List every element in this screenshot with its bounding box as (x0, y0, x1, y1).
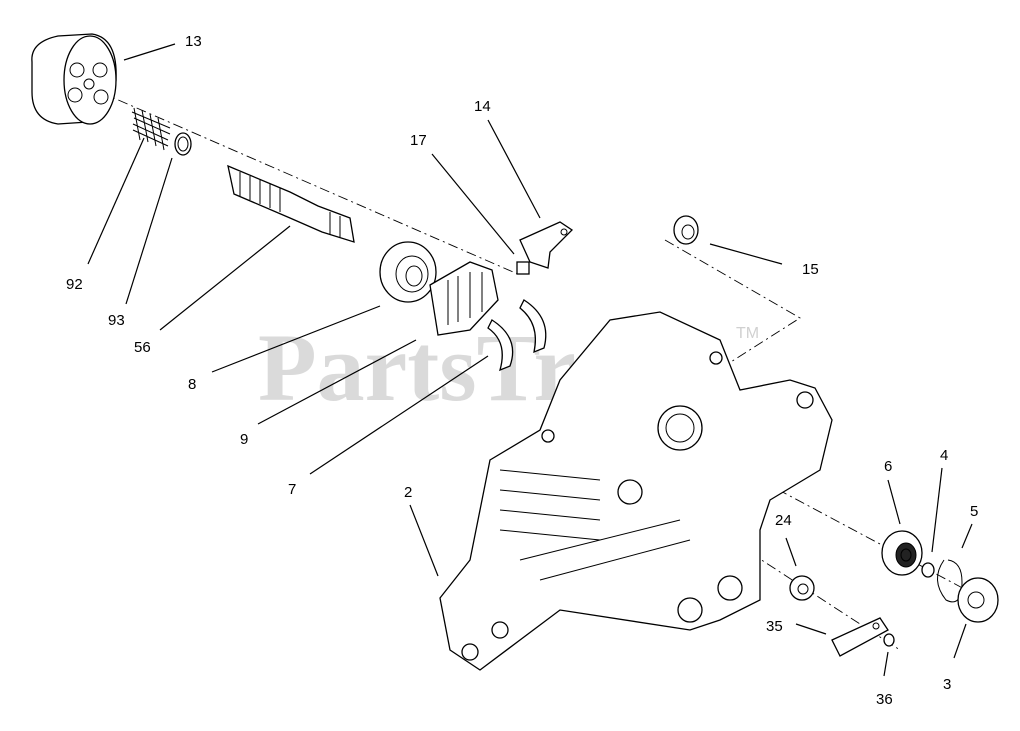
part-end-cap[interactable] (957, 577, 999, 623)
part-slider-block[interactable] (516, 261, 530, 275)
callout-56: 56 (134, 339, 151, 356)
part-cylinder-block[interactable] (31, 33, 117, 125)
callout-15: 15 (802, 261, 819, 278)
callout-35: 35 (766, 618, 783, 635)
part-spring[interactable] (131, 107, 171, 151)
callout-36: 36 (876, 691, 893, 708)
part-seal[interactable] (673, 215, 699, 245)
part-control-arm[interactable] (519, 221, 574, 269)
callout-8: 8 (188, 376, 196, 393)
part-retaining-ring[interactable] (174, 132, 192, 156)
watermark-trademark: TM (736, 325, 759, 342)
callout-5: 5 (970, 503, 978, 520)
callout-24: 24 (775, 512, 792, 529)
part-small-ring[interactable] (921, 562, 935, 578)
part-nut[interactable] (883, 633, 895, 647)
callout-7: 7 (288, 481, 296, 498)
part-link-plate[interactable] (831, 617, 889, 657)
callout-6: 6 (884, 458, 892, 475)
callout-17: 17 (410, 132, 427, 149)
callout-labels: 13 92 93 56 8 9 7 17 14 15 2 24 35 36 6 … (66, 33, 978, 708)
callout-13: 13 (185, 33, 202, 50)
callout-92: 92 (66, 276, 83, 293)
axis-lines (99, 91, 986, 651)
part-swashplate[interactable] (429, 261, 499, 336)
callout-4: 4 (940, 447, 948, 464)
callout-93: 93 (108, 312, 125, 329)
part-shaft[interactable] (227, 164, 355, 243)
callout-3: 3 (943, 676, 951, 693)
leader-lines (87, 43, 973, 677)
callout-14: 14 (474, 98, 491, 115)
callout-9: 9 (240, 431, 248, 448)
part-thrust-bearing[interactable] (379, 241, 437, 303)
callout-2: 2 (404, 484, 412, 501)
part-housing[interactable] (439, 311, 833, 671)
part-ball-bearing[interactable] (881, 530, 923, 576)
part-washer[interactable] (789, 575, 815, 601)
part-bearing-shells[interactable] (487, 299, 547, 372)
